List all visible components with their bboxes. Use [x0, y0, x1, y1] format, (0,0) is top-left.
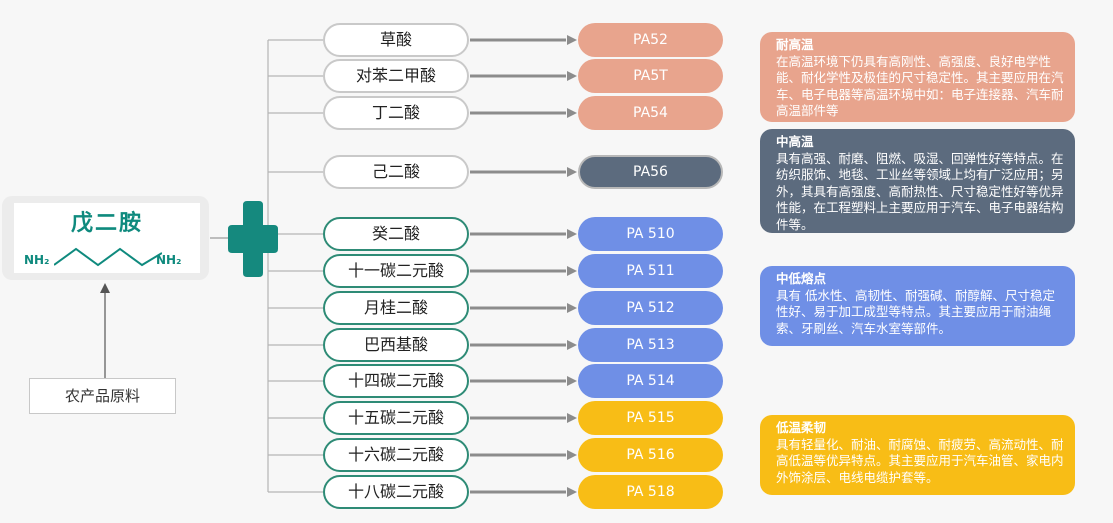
- acid-node: 己二酸: [323, 155, 469, 189]
- arrow-right-icon: [567, 266, 577, 276]
- polyamide-node: PA 510: [578, 217, 723, 251]
- polyamide-node: PA54: [578, 96, 723, 130]
- arrow-right-icon: [567, 376, 577, 386]
- polyamide-node: PA 512: [578, 291, 723, 325]
- description-card: 中低熔点具有 低水性、高韧性、耐强碱、耐醇解、尺寸稳定性好、易于加工成型等特点。…: [760, 266, 1075, 346]
- description-card: 耐高温在高温环境下仍具有高刚性、高强度、良好电学性能、耐化学性及极佳的尺寸稳定性…: [760, 32, 1075, 122]
- description-text: 具有高强、耐磨、阻燃、吸湿、回弹性好等特点。在纺织服饰、地毯、工业丝等领域上均有…: [776, 150, 1064, 232]
- polyamide-node: PA 514: [578, 364, 723, 398]
- polyamide-node: PA52: [578, 23, 723, 57]
- polyamide-node: PA 515: [578, 401, 723, 435]
- polyamide-node: PA 516: [578, 438, 723, 472]
- arrow-right-icon: [567, 108, 577, 118]
- arrow-right-icon: [567, 167, 577, 177]
- description-title: 中高温: [776, 134, 814, 149]
- pentanediamine-structure: 戊二胺 NH₂ NH₂: [14, 203, 200, 273]
- amine-group-left: NH₂: [24, 253, 50, 267]
- pentanediamine-card: 戊二胺 NH₂ NH₂: [2, 196, 209, 280]
- arrow-up-icon: [100, 283, 110, 293]
- polyamide-node: PA 513: [578, 328, 723, 362]
- acid-node: 对苯二甲酸: [323, 59, 469, 93]
- arrow-right-icon: [567, 413, 577, 423]
- acid-node: 十五碳二元酸: [323, 401, 469, 435]
- polyamide-node: PA5T: [578, 59, 723, 93]
- acid-node: 巴西基酸: [323, 328, 469, 362]
- description-card: 中高温具有高强、耐磨、阻燃、吸湿、回弹性好等特点。在纺织服饰、地毯、工业丝等领域…: [760, 129, 1075, 233]
- acid-node: 十六碳二元酸: [323, 438, 469, 472]
- description-card: 低温柔韧具有轻量化、耐油、耐腐蚀、耐疲劳、高流动性、耐高低温等优异特点。其主要应…: [760, 415, 1075, 495]
- pentanediamine-name: 戊二胺: [70, 211, 143, 236]
- arrow-right-icon: [567, 340, 577, 350]
- plus-icon: [228, 201, 278, 277]
- acid-node: 草酸: [323, 23, 469, 57]
- acid-node: 月桂二酸: [323, 291, 469, 325]
- polyamide-node: PA56: [578, 155, 723, 189]
- raw-material-box: 农产品原料: [29, 378, 176, 414]
- polyamide-node: PA 511: [578, 254, 723, 288]
- arrow-right-icon: [567, 71, 577, 81]
- carbon-chain-icon: [54, 247, 162, 267]
- arrow-right-icon: [567, 303, 577, 313]
- acid-node: 十一碳二元酸: [323, 254, 469, 288]
- polyamide-node: PA 518: [578, 475, 723, 509]
- description-text: 具有轻量化、耐油、耐腐蚀、耐疲劳、高流动性、耐高低温等优异特点。其主要应用于汽车…: [776, 436, 1064, 485]
- acid-node: 十四碳二元酸: [323, 364, 469, 398]
- arrow-right-icon: [567, 35, 577, 45]
- acid-node: 丁二酸: [323, 96, 469, 130]
- description-title: 中低熔点: [776, 271, 827, 286]
- description-text: 具有 低水性、高韧性、耐强碱、耐醇解、尺寸稳定性好、易于加工成型等特点。其主要应…: [776, 287, 1055, 336]
- description-text: 在高温环境下仍具有高刚性、高强度、良好电学性能、耐化学性及极佳的尺寸稳定性。其主…: [776, 53, 1064, 119]
- arrow-right-icon: [567, 229, 577, 239]
- amine-group-right: NH₂: [156, 253, 182, 267]
- arrow-right-icon: [567, 487, 577, 497]
- arrow-right-icon: [567, 450, 577, 460]
- description-title: 耐高温: [776, 37, 814, 52]
- description-title: 低温柔韧: [776, 420, 827, 435]
- acid-node: 癸二酸: [323, 217, 469, 251]
- acid-node: 十八碳二元酸: [323, 475, 469, 509]
